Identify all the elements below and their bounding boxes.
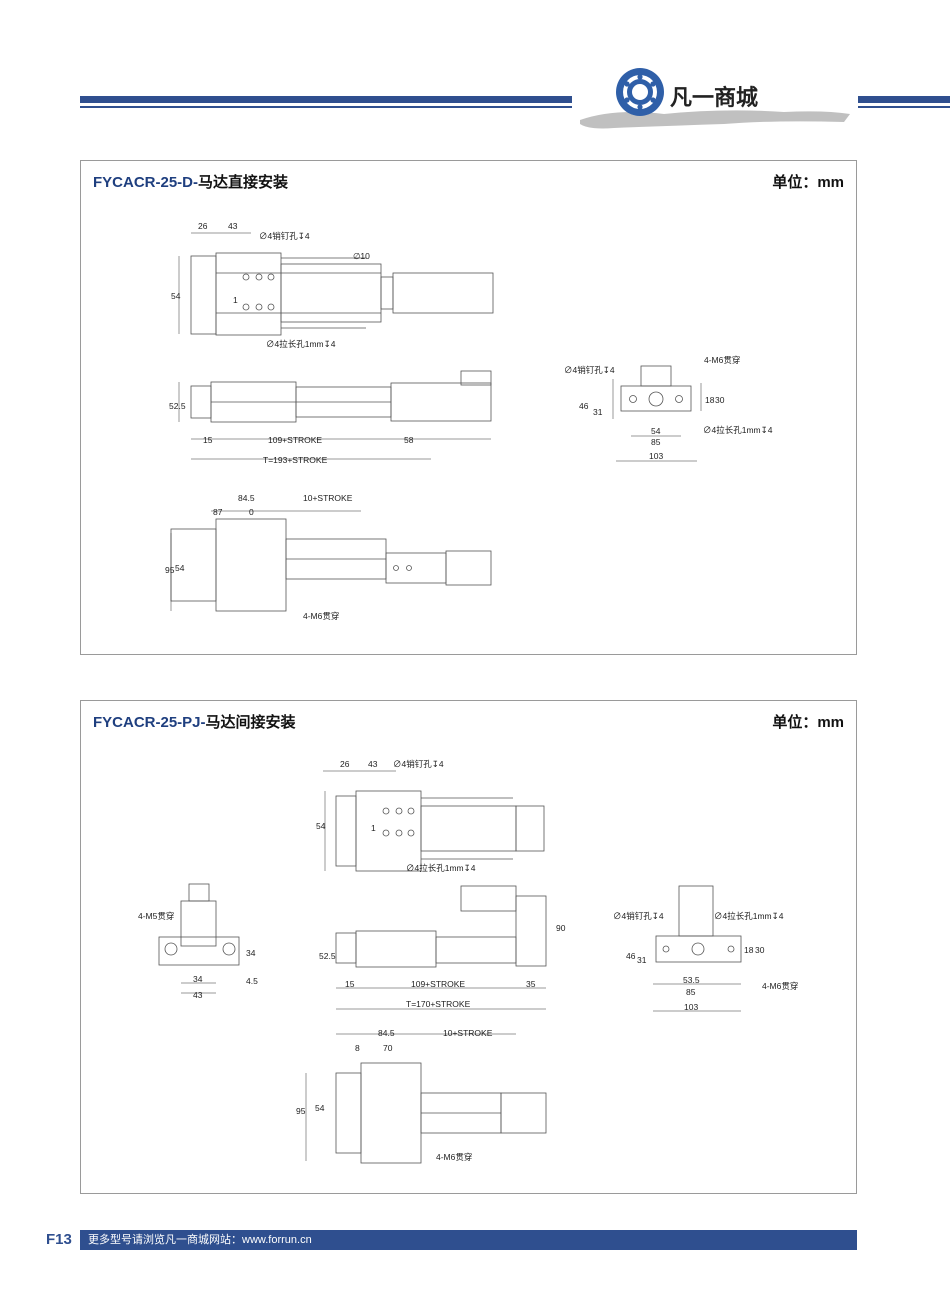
end-85: 85 — [686, 987, 696, 997]
end-30: 30 — [755, 945, 765, 955]
dim-8: 8 — [355, 1043, 360, 1053]
header-rule-right — [858, 96, 950, 108]
end-pin-hole: ∅4销钉孔↧4 — [613, 911, 664, 921]
dim-43: 43 — [368, 759, 378, 769]
dim-26: 26 — [198, 221, 208, 231]
dim-4-5: 4.5 — [246, 976, 258, 986]
brand-name: 凡一商城 — [670, 85, 758, 111]
model-code: FYCACR-25-D- — [93, 174, 198, 191]
end-m6: 4-M6贯穿 — [762, 981, 798, 991]
dim-0: 0 — [249, 507, 254, 517]
dim-70: 70 — [383, 1043, 393, 1053]
dim-54-b: 54 — [315, 1103, 325, 1113]
section-title: FYCACR-25-D-马达直接安装 — [93, 171, 288, 192]
dim-84-5: 84.5 — [238, 493, 255, 503]
footer-bar: 更多型号请浏览凡一商城网站：www.forrun.cn — [80, 1230, 857, 1250]
unit-label: 单位：mm — [772, 714, 844, 731]
dim-95: 95 — [165, 565, 175, 575]
dim-54-b: 54 — [175, 563, 185, 573]
dim-m6-b: 4-M6贯穿 — [436, 1152, 472, 1162]
end-slot: ∅4拉长孔1mm↧4 — [703, 425, 773, 435]
dim-43-left: 43 — [193, 990, 203, 1000]
dim-10-stroke: 10+STROKE — [303, 493, 353, 503]
technical-drawing-direct: 26 43 ∅4销钉孔↧4 ∅10 54 1 ∅4拉长孔1mm↧4 52.5 1… — [165, 221, 773, 621]
dim-90: 90 — [556, 923, 566, 933]
end-30: 30 — [715, 395, 725, 405]
end-46: 46 — [579, 401, 589, 411]
dim-109-stroke: 109+STROKE — [268, 435, 322, 445]
dim-pin-hole: ∅4销钉孔↧4 — [259, 231, 310, 241]
dim-pin-hole: ∅4销钉孔↧4 — [393, 759, 444, 769]
footer-text: 更多型号请浏览凡一商城网站：www.forrun.cn — [88, 1234, 312, 1246]
dim-dia-10: ∅10 — [353, 251, 370, 261]
dim-52-5: 52.5 — [319, 951, 336, 961]
dim-43: 43 — [228, 221, 238, 231]
dim-m6-b: 4-M6贯穿 — [303, 611, 339, 621]
header-rule-left — [80, 96, 572, 108]
page-number: F13 — [46, 1231, 72, 1248]
dim-1: 1 — [233, 295, 238, 305]
dim-54: 54 — [316, 821, 326, 831]
section-indirect-mount: FYCACR-25-PJ-马达间接安装 单位：mm — [80, 700, 857, 1194]
dim-34: 34 — [193, 974, 203, 984]
bearing-ring-icon — [616, 68, 664, 116]
end-31: 31 — [637, 955, 647, 965]
install-type: 马达直接安装 — [198, 174, 289, 191]
dim-34-vert: 34 — [246, 948, 256, 958]
dim-52-5: 52.5 — [169, 401, 186, 411]
end-m6: 4-M6贯穿 — [704, 355, 740, 365]
end-31: 31 — [593, 407, 603, 417]
dim-total: T=170+STROKE — [406, 999, 471, 1009]
section-title: FYCACR-25-PJ-马达间接安装 — [93, 711, 296, 732]
dim-total: T=193+STROKE — [263, 455, 328, 465]
dim-26: 26 — [340, 759, 350, 769]
end-slot: ∅4拉长孔1mm↧4 — [714, 911, 784, 921]
dim-slot-hole: ∅4拉长孔1mm↧4 — [266, 339, 336, 349]
dim-10-stroke: 10+STROKE — [443, 1028, 493, 1038]
dim-m5: 4-M5贯穿 — [138, 911, 174, 921]
end-18: 18 — [744, 945, 754, 955]
unit-label: 单位：mm — [772, 174, 844, 191]
end-54: 54 — [651, 426, 661, 436]
dim-54: 54 — [171, 291, 181, 301]
end-46: 46 — [626, 951, 636, 961]
dim-15: 15 — [345, 979, 355, 989]
end-18: 18 — [705, 395, 715, 405]
model-code: FYCACR-25-PJ- — [93, 714, 206, 731]
dim-35: 35 — [526, 979, 536, 989]
end-53-5: 53.5 — [683, 975, 700, 985]
technical-drawing-indirect: 26 43 ∅4销钉孔↧4 54 1 ∅4拉长孔1mm↧4 4-M5贯穿 34 … — [138, 759, 798, 1164]
end-103: 103 — [684, 1002, 698, 1012]
end-pin-hole: ∅4销钉孔↧4 — [564, 365, 615, 375]
dim-87: 87 — [213, 507, 223, 517]
dim-slot-hole: ∅4拉长孔1mm↧4 — [406, 863, 476, 873]
dim-1: 1 — [371, 823, 376, 833]
end-103: 103 — [649, 451, 663, 461]
dim-95: 95 — [296, 1106, 306, 1116]
dim-58: 58 — [404, 435, 414, 445]
dim-15: 15 — [203, 435, 213, 445]
install-type: 马达间接安装 — [205, 714, 296, 731]
end-85: 85 — [651, 437, 661, 447]
section-direct-mount: FYCACR-25-D-马达直接安装 单位：mm — [80, 160, 857, 655]
brand-logo: 凡一商城 — [574, 58, 854, 136]
dim-84-5: 84.5 — [378, 1028, 395, 1038]
dim-109-stroke: 109+STROKE — [411, 979, 465, 989]
